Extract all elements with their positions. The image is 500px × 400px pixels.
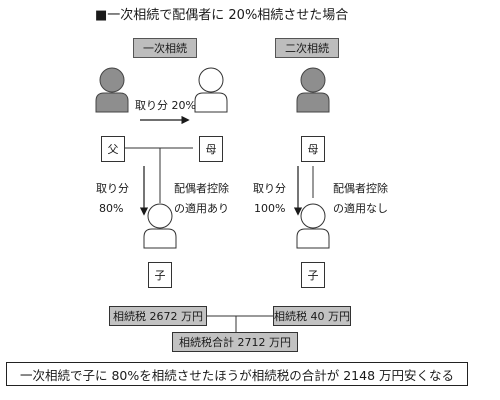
first-tax-box: 相続税 2672 万円 bbox=[109, 306, 207, 326]
total-tax-box: 相続税合計 2712 万円 bbox=[172, 332, 298, 352]
child-person-icon bbox=[143, 203, 177, 249]
diagram-title: ■一次相続で配偶者に 20%相続させた場合 bbox=[95, 8, 349, 23]
mother-box-second: 母 bbox=[301, 136, 325, 162]
deduction-line-1-second: 配偶者控除 bbox=[333, 182, 388, 195]
deduction-line-1: 配偶者控除 bbox=[174, 182, 229, 195]
second-tax-box: 相続税 40 万円 bbox=[273, 306, 351, 326]
child-share-value: 80% bbox=[99, 202, 124, 215]
father-person-icon bbox=[95, 67, 129, 113]
first-inheritance-label: 一次相続 bbox=[133, 38, 197, 58]
second-inheritance-label: 二次相続 bbox=[275, 38, 339, 58]
mother-deceased-person-icon bbox=[296, 67, 330, 113]
child-box: 子 bbox=[148, 262, 172, 288]
child-box-second: 子 bbox=[301, 262, 325, 288]
child-share-value-second: 100% bbox=[254, 202, 286, 215]
child-share-label: 取り分 bbox=[96, 182, 129, 195]
mother-box: 母 bbox=[199, 136, 223, 162]
child-second-person-icon bbox=[296, 203, 330, 249]
deduction-line-2-second: の適用なし bbox=[333, 202, 388, 215]
child-share-label-second: 取り分 bbox=[253, 182, 286, 195]
conclusion-banner: 一次相続で子に 80%を相続させたほうが相続税の合計が 2148 万円安くなる bbox=[6, 362, 468, 386]
mother-person-icon bbox=[194, 67, 228, 113]
deduction-line-2: の適用あり bbox=[174, 202, 229, 215]
father-box: 父 bbox=[101, 136, 125, 162]
spouse-share-label: 取り分 20% bbox=[135, 99, 196, 112]
